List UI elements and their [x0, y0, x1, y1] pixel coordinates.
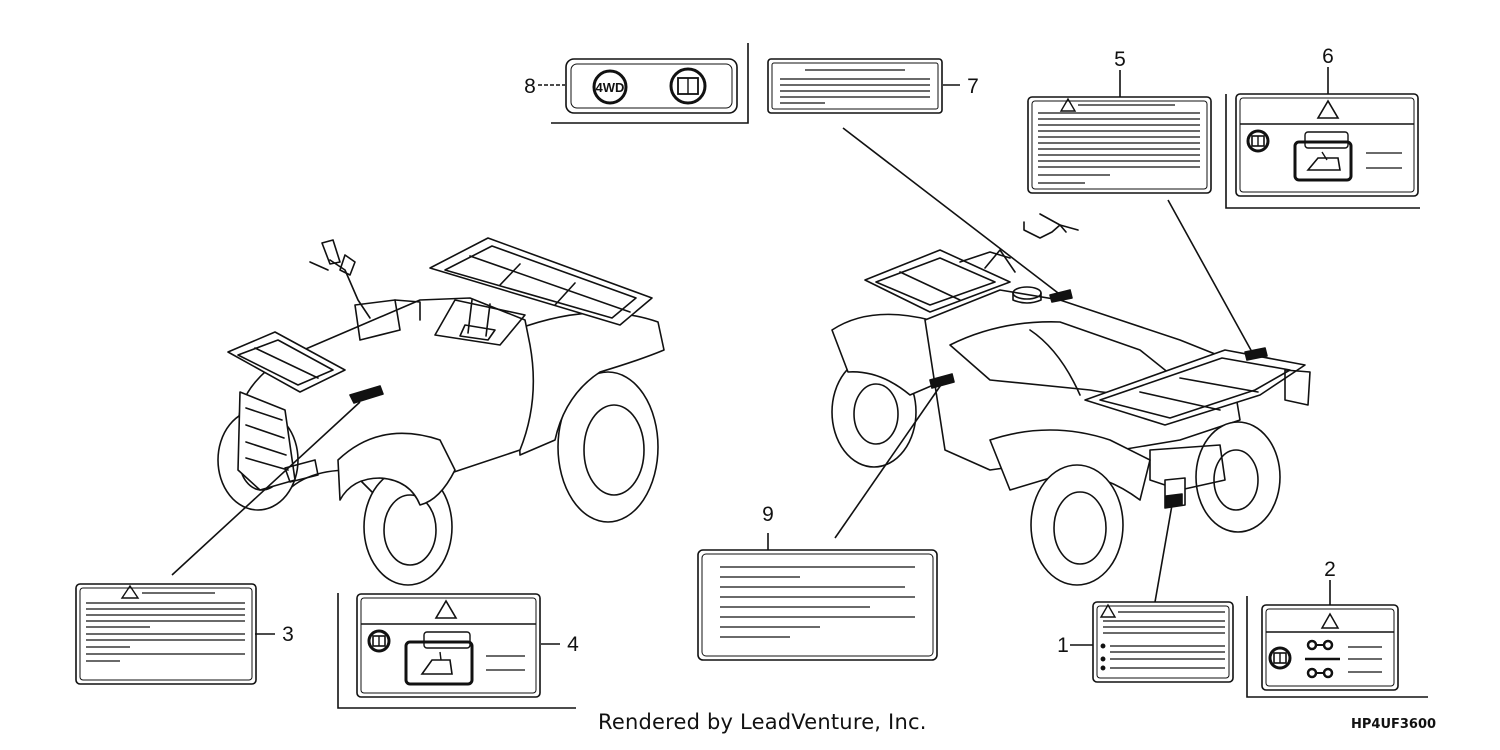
diagram-code: HP4UF3600 — [1351, 717, 1437, 732]
callout-5: 5 — [1114, 48, 1126, 71]
label-7 — [767, 58, 943, 114]
callout-4: 4 — [567, 633, 579, 656]
label-1 — [1092, 601, 1234, 683]
gear-shift-icon — [1305, 639, 1340, 679]
4wd-icon-text: 4WD — [596, 80, 625, 95]
label-9 — [697, 549, 938, 661]
owner-manual-icon — [1246, 129, 1270, 153]
callout-8: 8 — [524, 75, 536, 98]
label-8: 4WD — [565, 58, 738, 114]
owner-manual-icon — [669, 67, 707, 105]
leader-lines — [171, 43, 1428, 709]
callout-9: 9 — [762, 503, 774, 526]
label-4 — [356, 593, 541, 698]
callout-3: 3 — [282, 623, 294, 646]
owner-manual-icon — [367, 629, 391, 653]
atv-rear-view — [831, 213, 1311, 586]
callout-1: 1 — [1057, 634, 1069, 657]
warning-triangle-icon — [434, 599, 458, 619]
label-5 — [1027, 96, 1212, 194]
warning-triangle-icon — [1099, 603, 1117, 618]
warning-triangle-icon — [1316, 99, 1340, 119]
warning-triangle-icon — [1320, 612, 1340, 629]
owner-manual-icon — [1268, 646, 1292, 670]
atv-front-view — [217, 237, 665, 586]
callout-6: 6 — [1322, 45, 1334, 68]
render-credit: Rendered by LeadVenture, Inc. — [598, 710, 927, 734]
label-6 — [1235, 93, 1419, 197]
warning-triangle-icon — [1059, 97, 1077, 112]
warning-triangle-icon — [120, 584, 140, 599]
label-2 — [1261, 604, 1399, 691]
callout-numbers: 1 2 3 4 5 6 7 8 9 — [282, 45, 1336, 657]
callout-7: 7 — [967, 75, 979, 98]
callout-2: 2 — [1324, 558, 1336, 581]
label-3 — [75, 583, 257, 685]
